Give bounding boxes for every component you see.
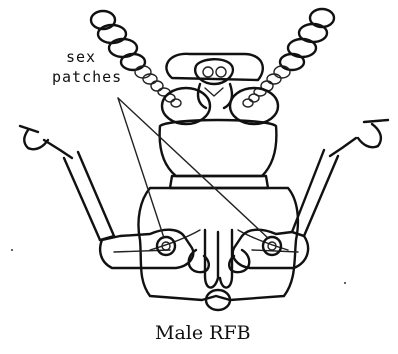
- pronotum: [160, 120, 277, 176]
- figure-caption: Male RFB: [155, 322, 251, 344]
- left-sex-patch: [157, 237, 175, 255]
- annotation-line-2: patches: [52, 68, 122, 86]
- right-leg: [233, 120, 388, 268]
- pointer-lines: [118, 98, 268, 238]
- right-sex-patch: [263, 237, 281, 255]
- left-leg: [20, 126, 193, 268]
- left-antenna: [91, 11, 181, 107]
- annotation-line-1: sex: [66, 48, 96, 66]
- head: [162, 54, 278, 124]
- hatched-band: [170, 176, 268, 188]
